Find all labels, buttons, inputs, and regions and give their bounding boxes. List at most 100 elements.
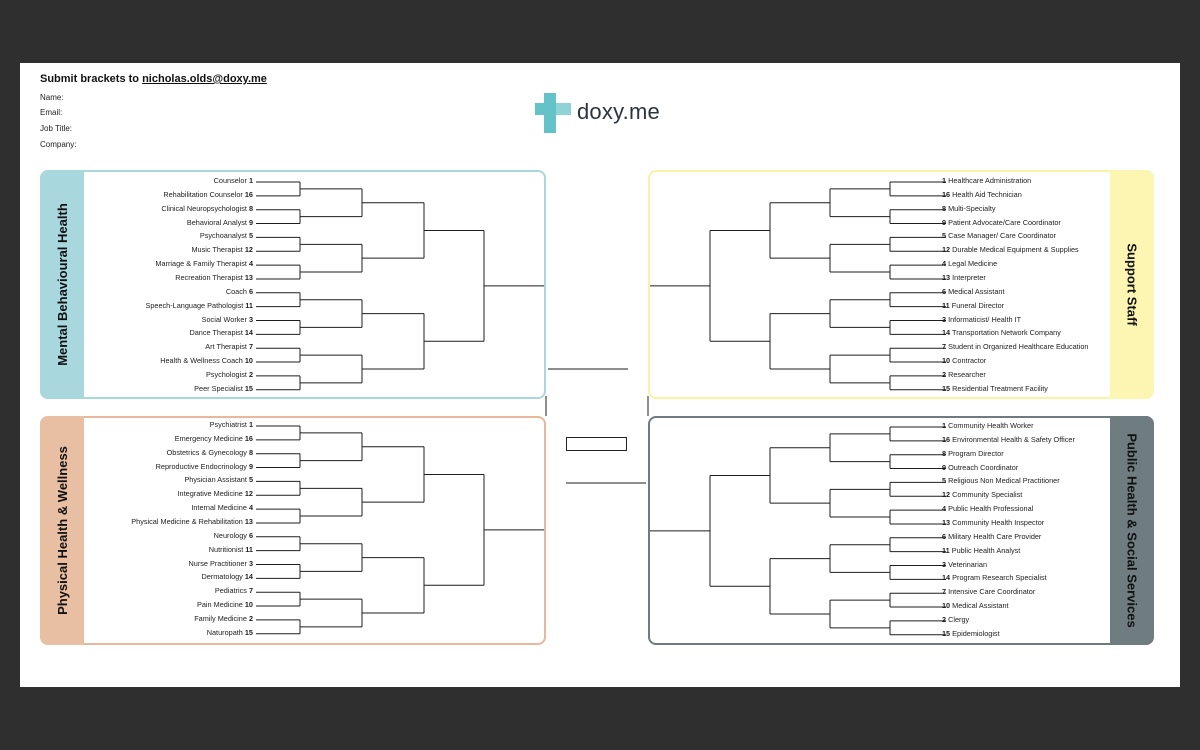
team-seed: 5 (942, 231, 947, 241)
team-slot[interactable]: Counselor 1 (214, 176, 253, 186)
team-slot[interactable]: Obstetrics & Gynecology 8 (167, 448, 253, 458)
team-slot[interactable]: 1 Healthcare Administration (942, 176, 1031, 186)
team-slot[interactable]: Health & Wellness Coach 10 (160, 356, 253, 366)
team-seed: 12 (244, 489, 253, 499)
team-seed: 3 (248, 558, 253, 568)
email-field-label: Email: (40, 108, 63, 117)
team-slot[interactable]: 4 Legal Medicine (942, 259, 997, 269)
team-slot[interactable]: 12 Durable Medical Equipment & Supplies (942, 245, 1079, 255)
team-slot[interactable]: Social Worker 3 (202, 315, 253, 325)
team-slot[interactable]: 1 Community Health Worker (942, 421, 1034, 431)
team-name: Veterinarian (948, 559, 988, 569)
team-slot[interactable]: 16 Health Aid Technician (942, 190, 1022, 200)
team-slot[interactable]: 3 Informaticist/ Health IT (942, 315, 1021, 325)
team-slot[interactable]: 13 Interpreter (942, 273, 986, 283)
team-slot[interactable]: 8 Program Director (942, 449, 1004, 459)
team-slot[interactable]: 16 Environmental Health & Safety Officer (942, 435, 1075, 445)
team-seed: 10 (244, 356, 253, 366)
team-name: Physical Medicine & Rehabilitation (131, 516, 243, 526)
team-seed: 6 (248, 286, 253, 296)
team-slot[interactable]: Peer Specialist 15 (194, 384, 253, 394)
team-slot[interactable]: Family Medicine 2 (194, 614, 253, 624)
team-slot[interactable]: 13 Community Health Inspector (942, 518, 1044, 528)
team-name: Pediatrics (214, 586, 247, 596)
team-name: Art Therapist (205, 342, 249, 352)
team-slot[interactable]: 6 Military Health Care Provider (942, 532, 1041, 542)
doxy-cross-icon (535, 93, 571, 133)
team-slot[interactable]: 8 Multi-Specialty (942, 204, 996, 214)
team-slot[interactable]: Physical Medicine & Rehabilitation 13 (131, 517, 253, 527)
team-slot[interactable]: 11 Public Health Analyst (942, 546, 1020, 556)
team-slot[interactable]: 10 Contractor (942, 356, 986, 366)
team-name: Counselor (213, 176, 247, 185)
team-slot[interactable]: Nutritionist 11 (209, 545, 253, 555)
team-slot[interactable]: Coach 6 (226, 287, 253, 297)
team-slot[interactable]: Psychoanalyst 5 (200, 231, 253, 241)
team-name: Contractor (952, 356, 987, 366)
team-slot[interactable]: Internal Medicine 4 (191, 503, 253, 513)
team-slot[interactable]: Clinical Neuropsychologist 8 (161, 204, 253, 214)
team-seed: 4 (942, 259, 947, 269)
team-seed: 3 (942, 559, 947, 569)
team-slot[interactable]: Psychologist 2 (206, 370, 253, 380)
team-slot[interactable]: 11 Funeral Director (942, 301, 1004, 311)
name-field-label: Name: (40, 93, 64, 102)
team-slot[interactable]: Dermatology 14 (201, 572, 253, 582)
team-slot[interactable]: 12 Community Specialist (942, 490, 1022, 500)
team-slot[interactable]: Psychiatrist 1 (210, 420, 253, 430)
team-slot[interactable]: Pediatrics 7 (215, 586, 253, 596)
team-name: Program Director (948, 448, 1004, 458)
team-slot[interactable]: Emergency Medicine 16 (175, 434, 253, 444)
team-name: Internal Medicine (191, 503, 247, 513)
team-slot[interactable]: 14 Transportation Network Company (942, 328, 1061, 338)
team-name: Medical Assistant (948, 286, 1005, 296)
team-seed: 11 (942, 300, 950, 310)
team-slot[interactable]: Neurology 6 (214, 531, 253, 541)
team-name: Informaticist/ Health IT (948, 314, 1022, 324)
team-slot[interactable]: Speech-Language Pathologist 11 (145, 301, 253, 311)
team-slot[interactable]: Rehabilitation Counselor 16 (163, 190, 253, 200)
team-slot[interactable]: Naturopath 15 (207, 628, 253, 638)
team-slot[interactable]: 15 Residential Treatment Facility (942, 384, 1048, 394)
team-slot[interactable]: 7 Student in Organized Healthcare Educat… (942, 342, 1088, 352)
team-name: Dermatology (201, 572, 243, 582)
team-seed: 4 (942, 504, 947, 514)
team-slot[interactable]: Nurse Practitioner 3 (189, 559, 254, 569)
team-slot[interactable]: 4 Public Health Professional (942, 504, 1033, 514)
team-slot[interactable]: 2 Clergy (942, 615, 969, 625)
team-slot[interactable]: 5 Religious Non Medical Practitioner (942, 476, 1060, 486)
team-slot[interactable]: Pain Medicine 10 (197, 600, 253, 610)
team-seed: 11 (245, 544, 253, 554)
team-slot[interactable]: 14 Program Research Specialist (942, 573, 1047, 583)
team-slot[interactable]: 15 Epidemiologist (942, 629, 1000, 639)
team-slot[interactable]: Art Therapist 7 (205, 342, 253, 352)
team-slot[interactable]: Dance Therapist 14 (189, 328, 253, 338)
championship-box[interactable] (566, 437, 627, 451)
team-slot[interactable]: Integrative Medicine 12 (178, 489, 253, 499)
team-seed: 15 (942, 383, 951, 393)
team-seed: 12 (942, 245, 951, 255)
job-title-field-label: Job Title: (40, 124, 73, 133)
team-slot[interactable]: 6 Medical Assistant (942, 287, 1004, 297)
team-slot[interactable]: Recreation Therapist 13 (175, 273, 253, 283)
team-slot[interactable]: 9 Outreach Coordinator (942, 463, 1018, 473)
team-slot[interactable]: 10 Medical Assistant (942, 601, 1009, 611)
team-slot[interactable]: 7 Intensive Care Coordinator (942, 587, 1035, 597)
team-slot[interactable]: 5 Case Manager/ Care Coordinator (942, 231, 1056, 241)
team-name: Coach (225, 286, 247, 296)
team-slot[interactable]: 3 Veterinarian (942, 560, 987, 570)
team-slot[interactable]: Music Therapist 12 (191, 245, 253, 255)
team-name: Interpreter (952, 272, 986, 282)
team-slot[interactable]: Physician Assistant 5 (184, 475, 253, 485)
team-slot[interactable]: Reproductive Endocrinology 9 (156, 462, 253, 472)
team-name: Durable Medical Equipment & Supplies (952, 245, 1079, 255)
team-name: Pain Medicine (197, 600, 243, 610)
submit-email-link[interactable]: nicholas.olds@doxy.me (142, 73, 267, 85)
team-slot[interactable]: Marriage & Family Therapist 4 (155, 259, 253, 269)
team-slot[interactable]: 2 Researcher (942, 370, 986, 380)
team-seed: 7 (248, 342, 253, 352)
team-name: Researcher (948, 369, 986, 379)
team-slot[interactable]: 9 Patient Advocate/Care Coordinator (942, 218, 1061, 228)
team-slot[interactable]: Behavioral Analyst 9 (187, 218, 253, 228)
